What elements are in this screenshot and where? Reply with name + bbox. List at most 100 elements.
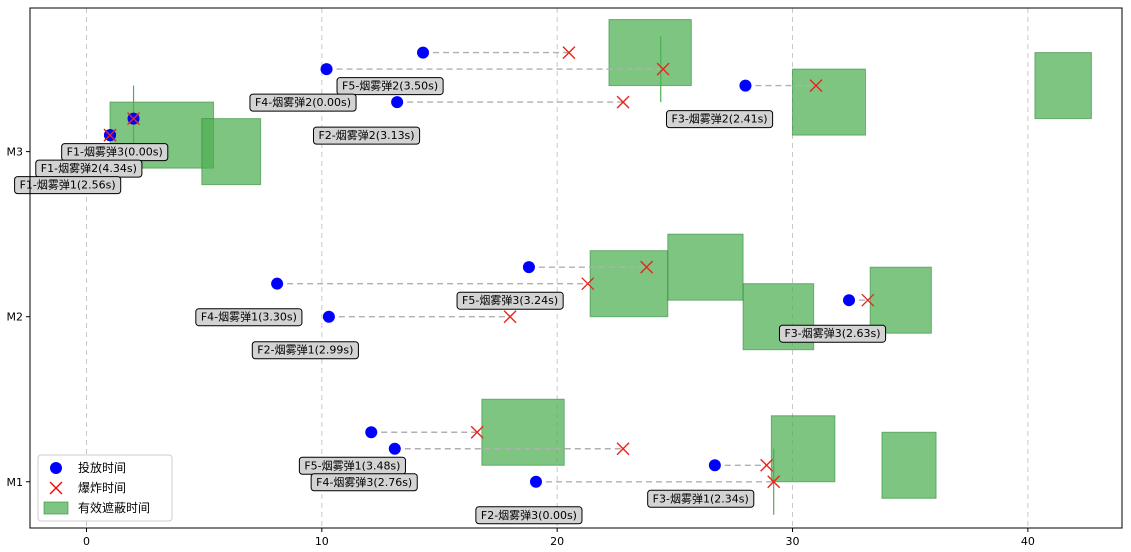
event-label-box — [251, 341, 359, 360]
drop-point — [522, 261, 535, 274]
legend-label: 爆炸时间 — [78, 481, 126, 495]
legend-label: 有效遮蔽时间 — [78, 500, 150, 515]
x-tick-label: 20 — [550, 535, 564, 548]
event-annotation: F1-烟雾弹3(0.00s) — [61, 143, 169, 162]
event-annotation: F2-烟雾弹3(0.00s) — [475, 506, 583, 525]
cover-interval — [667, 233, 744, 301]
y-tick-label: M1 — [7, 476, 24, 489]
event-label: F1-烟雾弹3(0.00s) — [67, 145, 163, 159]
cover-layer — [109, 19, 1092, 499]
legend-label: 投放时间 — [78, 460, 126, 475]
event-label: F3-烟雾弹3(2.63s) — [784, 326, 880, 340]
drop-point — [322, 310, 335, 323]
cover-interval — [481, 398, 565, 466]
drop-point — [417, 46, 430, 59]
explode-point — [861, 293, 875, 307]
cover-interval — [589, 250, 669, 318]
explode-stroke — [103, 128, 117, 142]
drop-point — [391, 96, 404, 109]
cover-interval — [869, 266, 932, 334]
drop-point — [388, 442, 401, 455]
event-annotation: F4-烟雾弹2(0.00s) — [249, 93, 357, 112]
marker-layer — [103, 46, 875, 489]
cover-interval — [201, 118, 262, 186]
drop-point — [529, 475, 542, 488]
event-label-box — [14, 176, 122, 195]
explode-point — [103, 128, 117, 142]
event-annotation: F5-烟雾弹2(3.50s) — [336, 77, 444, 96]
y-tick-label: M2 — [7, 311, 24, 324]
cover-interval — [881, 431, 937, 499]
explode-point — [809, 79, 823, 93]
event-annotation: F4-烟雾弹3(2.76s) — [310, 473, 418, 492]
event-annotation: F5-烟雾弹3(3.24s) — [456, 291, 564, 310]
event-label: F2-烟雾弹2(3.13s) — [318, 128, 414, 142]
explode-point — [760, 458, 774, 472]
event-annotation: F3-烟雾弹3(2.63s) — [778, 324, 887, 343]
event-annotation: F5-烟雾弹1(3.48s) — [298, 456, 406, 475]
event-label: F1-烟雾弹2(4.34s) — [41, 161, 137, 175]
event-label: F2-烟雾弹1(2.99s) — [257, 343, 353, 357]
explode-point — [767, 475, 781, 489]
event-label-box — [475, 506, 583, 525]
event-annotation: F2-烟雾弹1(2.99s) — [251, 341, 359, 360]
event-label: F5-烟雾弹1(3.48s) — [304, 458, 400, 472]
drop-point — [843, 294, 855, 307]
cover-interval — [1034, 52, 1092, 120]
event-label-box — [778, 324, 887, 343]
explode-stroke — [656, 62, 670, 76]
explode-point — [656, 62, 670, 76]
explode-stroke — [640, 260, 654, 274]
y-tick-label: M3 — [7, 146, 24, 159]
x-tick-label: 10 — [315, 535, 329, 548]
drop-point — [708, 459, 721, 472]
legend-box — [37, 454, 173, 522]
drop-point — [365, 426, 378, 439]
event-label: F3-烟雾弹2(2.41s) — [672, 112, 768, 126]
cover-interval — [608, 19, 692, 87]
explode-stroke — [861, 293, 875, 307]
event-label: F5-烟雾弹2(3.50s) — [342, 79, 438, 93]
explode-point — [503, 310, 517, 324]
explode-point — [581, 277, 595, 291]
event-label: F5-烟雾弹3(3.24s) — [462, 293, 558, 307]
event-label-box — [336, 77, 444, 96]
explode-stroke — [127, 112, 141, 126]
explode-stroke — [503, 310, 517, 324]
legend-marker-x — [49, 481, 63, 495]
legend-marker-circle — [50, 462, 62, 474]
explode-stroke — [760, 458, 774, 472]
event-label-box — [312, 126, 421, 145]
x-tick-label: 0 — [83, 535, 90, 548]
cover-interval — [792, 68, 866, 136]
event-label: F4-烟雾弹2(0.00s) — [255, 95, 351, 109]
explode-stroke — [470, 425, 484, 439]
event-annotation: F1-烟雾弹2(4.34s) — [35, 159, 143, 178]
legend-x-stroke — [49, 481, 63, 495]
drop-point — [320, 63, 333, 76]
event-label-box — [249, 93, 357, 112]
explode-point — [616, 442, 630, 456]
drop-point — [271, 277, 284, 290]
plot-frame — [29, 7, 1123, 529]
explode-stroke — [809, 79, 823, 93]
event-label: F2-烟雾弹3(0.00s) — [481, 508, 577, 522]
event-annotation: F1-烟雾弹1(2.56s) — [14, 176, 122, 195]
cover-interval — [770, 415, 836, 483]
event-annotation: F4-烟雾弹1(3.30s) — [195, 308, 303, 327]
legend-marker-rect — [43, 501, 69, 515]
event-label: F4-烟雾弹1(3.30s) — [201, 310, 297, 324]
drop-point — [739, 79, 752, 92]
explode-stroke — [616, 442, 630, 456]
explode-stroke — [581, 277, 595, 291]
event-label-box — [456, 291, 564, 310]
event-annotation: F3-烟雾弹2(2.41s) — [666, 110, 774, 129]
event-label-box — [310, 473, 418, 492]
explode-point — [640, 260, 654, 274]
explode-point — [616, 95, 630, 109]
event-annotation: F3-烟雾弹1(2.34s) — [647, 489, 755, 508]
explode-stroke — [562, 46, 576, 60]
